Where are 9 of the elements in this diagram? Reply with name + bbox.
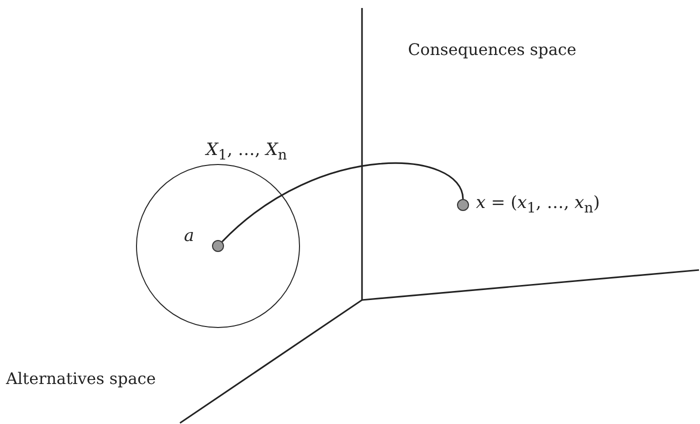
math-label: a xyxy=(184,226,194,246)
math-label: x = (x$_{1}$, …, x$_{n}$) xyxy=(476,193,600,218)
space-label: Alternatives space xyxy=(6,369,156,388)
space-label: Consequences space xyxy=(408,40,576,59)
curve-connector xyxy=(222,162,464,242)
math-label: X$_{1}$, …, X$_{n}$ xyxy=(206,140,287,164)
point-marker xyxy=(212,240,224,252)
point-marker xyxy=(457,199,469,211)
set-circle xyxy=(136,164,300,328)
